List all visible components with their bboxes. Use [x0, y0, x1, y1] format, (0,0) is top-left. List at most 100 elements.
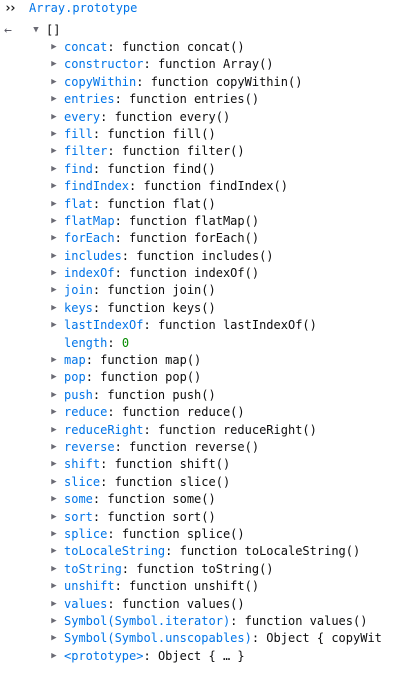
property-key: reduceRight: [64, 422, 144, 437]
property-row[interactable]: ▶toLocaleString: function toLocaleString…: [0, 543, 418, 560]
property-row[interactable]: ▶entries: function entries(): [0, 91, 418, 108]
chevron-right-icon[interactable]: ▶: [51, 511, 57, 522]
chevron-right-icon[interactable]: ▶: [51, 250, 57, 261]
property-row[interactable]: ▶splice: function splice(): [0, 526, 418, 543]
chevron-right-icon[interactable]: ▶: [51, 181, 57, 192]
property-key: forEach: [64, 231, 115, 246]
property-text: toString: function toString(): [64, 561, 274, 576]
chevron-right-icon[interactable]: ▶: [51, 407, 57, 418]
property-row[interactable]: ▶ reduceRight: function reduceRight(): [0, 422, 418, 439]
chevron-right-icon[interactable]: ▶: [51, 355, 57, 366]
property-row[interactable]: ▶push: function push(): [0, 387, 418, 404]
property-row[interactable]: ▶find: function find(): [0, 161, 418, 178]
property-row[interactable]: ▶every: function every(): [0, 109, 418, 126]
property-value: function fill(): [107, 126, 216, 141]
chevron-right-icon[interactable]: ▶: [51, 215, 57, 226]
chevron-right-icon[interactable]: ▶: [51, 546, 57, 557]
chevron-right-icon[interactable]: ▶: [51, 320, 57, 331]
property-row[interactable]: ▶reverse: function reverse(): [0, 439, 418, 456]
chevron-right-icon[interactable]: ▶: [51, 598, 57, 609]
chevron-right-icon[interactable]: ▶: [51, 198, 57, 209]
property-row[interactable]: ▶sort: function sort(): [0, 509, 418, 526]
property-text: shift: function shift(): [64, 457, 231, 472]
property-row[interactable]: ▶reduce: function reduce(): [0, 404, 418, 421]
property-row[interactable]: ▶keys: function keys(): [0, 300, 418, 317]
property-row[interactable]: ▶ flatMap: function flatMap(): [0, 213, 418, 230]
chevron-right-icon[interactable]: ▶: [51, 494, 57, 505]
chevron-right-icon[interactable]: ▶: [51, 528, 57, 539]
property-row[interactable]: ▶join: function join(): [0, 282, 418, 299]
chevron-right-icon[interactable]: ▶: [51, 94, 57, 105]
chevron-right-icon[interactable]: ▶: [51, 650, 57, 661]
property-row[interactable]: ▶includes: function includes(): [0, 248, 418, 265]
property-row[interactable]: ▶copyWithin: function copyWithin(): [0, 74, 418, 91]
chevron-right-icon[interactable]: ▶: [51, 233, 57, 244]
chevron-right-icon[interactable]: ▶: [51, 372, 57, 383]
chevron-right-icon[interactable]: ▶: [51, 633, 57, 644]
property-row[interactable]: ▶pop: function pop(): [0, 369, 418, 386]
property-row[interactable]: ▶forEach: function forEach(): [0, 230, 418, 247]
property-key: splice: [64, 526, 108, 541]
chevron-right-icon[interactable]: ▶: [51, 563, 57, 574]
console-command-text[interactable]: Array.prototype: [29, 1, 138, 15]
property-row[interactable]: ▶slice: function slice(): [0, 474, 418, 491]
property-key: sort: [64, 509, 93, 524]
property-row[interactable]: ▶ lastIndexOf: function lastIndexOf(): [0, 317, 418, 334]
chevron-right-icon[interactable]: ▶: [51, 76, 57, 87]
chevron-right-icon[interactable]: ▶: [51, 441, 57, 452]
property-key: shift: [64, 457, 101, 472]
chevron-right-icon[interactable]: ▶: [51, 111, 57, 122]
chevron-right-icon[interactable]: ▶: [51, 459, 57, 470]
chevron-right-icon[interactable]: ▶: [51, 59, 57, 70]
property-text: map: function map(): [64, 353, 202, 368]
chevron-right-icon[interactable]: ▶: [51, 389, 57, 400]
property-row[interactable]: ▶filter: function filter(): [0, 143, 418, 160]
property-key: keys: [64, 300, 93, 315]
property-row[interactable]: ▶ Symbol(Symbol.iterator): function value…: [0, 613, 418, 630]
property-row[interactable]: ▶ toString: function toString(): [0, 561, 418, 578]
property-list: ▶concat: function concat()▶constructor: …: [0, 39, 418, 665]
property-text: reduceRight: function reduceRight(): [64, 422, 317, 437]
property-value: Object { copyWit: [266, 631, 382, 646]
property-value: function reduce(): [121, 405, 245, 420]
property-row[interactable]: ▶unshift: function unshift(): [0, 578, 418, 595]
property-row[interactable]: ▶ shift: function shift(): [0, 456, 418, 473]
property-row[interactable]: ▶concat: function concat(): [0, 39, 418, 56]
property-value: function toLocaleString(): [179, 544, 361, 559]
chevron-down-icon[interactable]: ▼: [33, 25, 39, 35]
chevron-right-icon[interactable]: ▶: [51, 476, 57, 487]
property-row[interactable]: ▶Symbol(Symbol.unscopables): Object { co…: [0, 630, 418, 647]
property-row: length: 0: [0, 335, 418, 352]
property-row[interactable]: ▶<prototype>: Object { … }: [0, 648, 418, 665]
property-value: function find(): [107, 161, 216, 176]
chevron-right-icon[interactable]: ▶: [51, 163, 57, 174]
chevron-right-icon[interactable]: ▶: [51, 424, 57, 435]
chevron-right-icon[interactable]: ▶: [51, 302, 57, 313]
chevron-right-icon[interactable]: ▶: [51, 285, 57, 296]
property-key: find: [64, 161, 93, 176]
property-row[interactable]: ▶flat: function flat(): [0, 196, 418, 213]
property-value: function filter(): [121, 144, 245, 159]
property-text: flatMap: function flatMap(): [64, 213, 260, 228]
property-text: Symbol(Symbol.iterator): function values…: [64, 613, 368, 628]
chevron-right-icon[interactable]: ▶: [51, 581, 57, 592]
chevron-right-icon[interactable]: ▶: [51, 128, 57, 139]
property-key: flatMap: [64, 213, 115, 228]
property-row[interactable]: ▶ map: function map(): [0, 352, 418, 369]
property-value: function flatMap(): [129, 213, 260, 228]
chevron-right-icon[interactable]: ▶: [51, 615, 57, 626]
property-row[interactable]: ▶fill: function fill(): [0, 126, 418, 143]
property-key: <prototype>: [64, 648, 144, 663]
property-value: Object { … }: [157, 648, 245, 663]
property-row[interactable]: ▶indexOf: function indexOf(): [0, 265, 418, 282]
property-row[interactable]: ▶findIndex: function findIndex(): [0, 178, 418, 195]
property-row[interactable]: ▶values: function values(): [0, 596, 418, 613]
property-key: includes: [64, 248, 122, 263]
chevron-right-icon[interactable]: ▶: [51, 268, 57, 279]
property-row[interactable]: ▶some: function some(): [0, 491, 418, 508]
property-text: lastIndexOf: function lastIndexOf(): [64, 318, 317, 333]
property-row[interactable]: ▶constructor: function Array(): [0, 56, 418, 73]
chevron-right-icon[interactable]: ▶: [51, 42, 57, 52]
chevron-right-icon[interactable]: ▶: [51, 146, 57, 157]
